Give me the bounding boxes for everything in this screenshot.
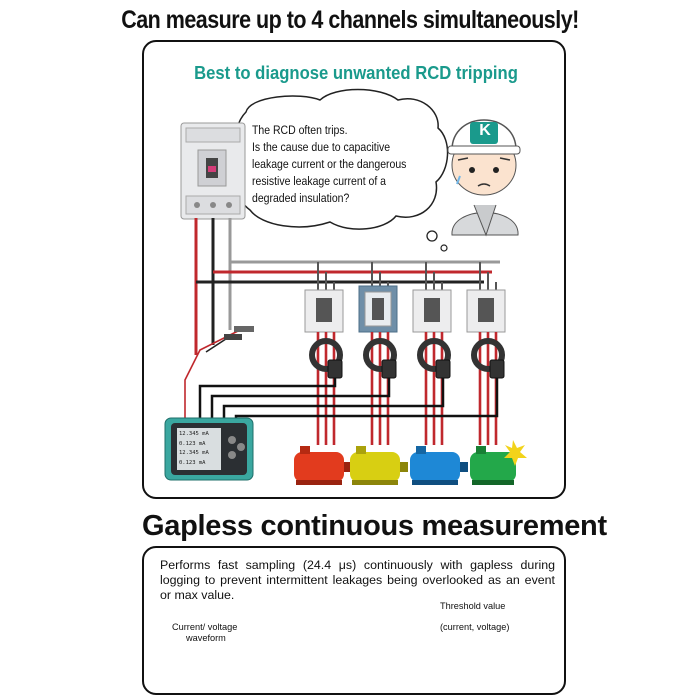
screen-line: 0.123 mA: [179, 440, 206, 447]
section-heading: Gapless continuous measurement: [142, 510, 607, 542]
motors: [294, 440, 527, 485]
bubble-line: The RCD often trips.: [252, 123, 348, 137]
threshold-label: Threshold value: [440, 601, 506, 611]
clamp-sensor: [471, 338, 505, 379]
bubble-line: resistive leakage current of a: [252, 174, 386, 188]
branch-breaker: [412, 262, 452, 333]
bubble-line: degraded insulation?: [252, 191, 350, 205]
motor-red: [294, 446, 352, 485]
description-paragraph: Performs fast sampling (24.4 μs) continu…: [160, 558, 555, 602]
leakage-logger-instrument: [164, 417, 254, 481]
instrument-screen: 12.345 mA 0.123 mA 12.345 mA 0.123 mA: [179, 430, 221, 468]
bubble-line: Is the cause due to capacitive: [252, 140, 391, 154]
test-lead-clips: [224, 326, 254, 340]
motor-green: [470, 440, 527, 485]
clamp-sensor: [363, 338, 397, 379]
page-heading: Can measure up to 4 channels simultaneou…: [121, 6, 579, 34]
motor-blue: [410, 446, 468, 485]
screen-line: 0.123 mA: [179, 459, 206, 466]
branch-breaker: [304, 262, 344, 333]
gapless-measurement-panel: Performs fast sampling (24.4 μs) continu…: [142, 546, 566, 695]
waveform-label: waveform: [186, 633, 226, 643]
bubble-dot: [426, 230, 438, 242]
waveform-label: Current/ voltage: [172, 622, 238, 632]
bubble-dot: [440, 244, 448, 252]
clamp-sensors: [309, 338, 505, 379]
branch-breaker: [466, 262, 506, 333]
screen-line: 12.345 mA: [179, 450, 209, 456]
branch-breakers: [304, 262, 506, 333]
branch-breaker: [358, 262, 398, 333]
main-breaker: [180, 122, 246, 220]
motor-yellow: [350, 446, 408, 485]
screen-line: 12.345 mA: [179, 431, 209, 437]
bubble-line: leakage current or the dangerous: [252, 157, 407, 171]
threshold-sublabel: (current, voltage): [440, 622, 510, 632]
clamp-sensor: [417, 338, 451, 379]
panel-subtitle: Best to diagnose unwanted RCD tripping: [194, 62, 518, 83]
helmet-logo-icon: K: [479, 122, 491, 139]
fault-spark-icon: [504, 440, 527, 466]
worried-worker-illustration: [447, 119, 521, 237]
